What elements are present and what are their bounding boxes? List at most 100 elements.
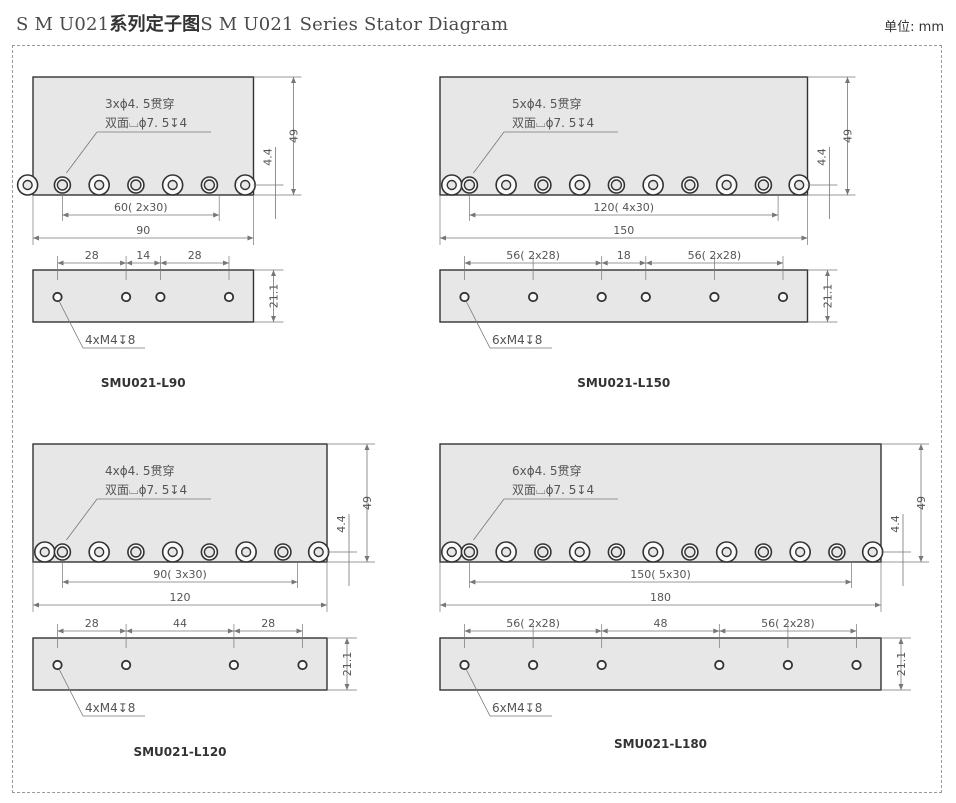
through-hole — [537, 179, 549, 191]
through-hole — [130, 546, 142, 558]
counterbore-note: 双面⌴ϕ7. 5↧4 — [105, 483, 187, 497]
bottom-spacing-dim-arrow-right — [595, 260, 602, 266]
tapped-hole — [709, 291, 720, 303]
magnet-hole-core — [167, 179, 178, 191]
bottom-spacing-dim-arrow-left — [126, 260, 133, 266]
tapped-hole — [52, 291, 63, 303]
front-plate — [32, 443, 328, 563]
through-hole — [130, 179, 142, 191]
through-hole — [831, 546, 843, 558]
bottom-height-dim-arrow-bottom — [825, 316, 830, 322]
through-note-leader — [66, 498, 98, 541]
front-plate — [439, 76, 809, 196]
bottom-spacing-dim-arrow-left — [645, 260, 652, 266]
tapped-hole — [121, 291, 132, 303]
bottom-spacing-dim-label: 56( 2x28) — [688, 249, 742, 262]
through-hole-note: 5xϕ4. 5贯穿 — [512, 96, 582, 111]
pitch-dim-arrow-left — [469, 212, 476, 218]
offset-dim-label: 4.4 — [335, 515, 348, 533]
length-dim-arrow-left — [33, 602, 39, 608]
height-dim-arrow-top — [845, 77, 850, 83]
magnet-hole-core — [721, 179, 732, 191]
through-hole — [463, 546, 476, 558]
magnet-hole-core — [793, 179, 805, 191]
offset-dim-label: 4.4 — [889, 515, 902, 533]
title-cn: 系列定子图 — [109, 14, 201, 35]
height-dim-arrow-bottom — [918, 556, 924, 562]
bottom-plate — [439, 637, 882, 691]
tapped-hole — [851, 659, 862, 671]
bottom-spacing-dim-arrow-left — [57, 628, 64, 634]
unit-label: 单位: mm — [884, 20, 944, 35]
bottom-spacing-dim-label: 56( 2x28) — [506, 617, 560, 630]
tapped-hole — [52, 659, 63, 671]
through-note-leader — [473, 498, 505, 541]
bottom-spacing-dim-label: 28 — [85, 249, 99, 262]
bottom-plate — [32, 637, 328, 691]
pitch-dim-label: 90( 3x30) — [153, 568, 207, 581]
pitch-dim-label: 60( 2x30) — [114, 201, 168, 214]
magnet-hole-core — [446, 179, 457, 191]
through-hole — [757, 546, 770, 558]
bottom-spacing-dim-arrow-right — [713, 628, 720, 634]
magnet-hole-core — [574, 179, 585, 191]
magnet-hole-core — [239, 179, 251, 191]
tap-note-leader — [59, 669, 84, 717]
tap-note-leader — [466, 301, 491, 349]
through-note-leader — [66, 131, 98, 174]
pitch-dim-arrow-left — [469, 579, 476, 585]
bottom-plate — [439, 269, 809, 323]
pitch-dim-arrow-left — [62, 212, 69, 218]
bottom-spacing-dim-arrow-left — [464, 260, 471, 266]
through-hole — [56, 179, 69, 191]
length-dim-label: 90 — [136, 224, 150, 237]
length-dim-label: 180 — [650, 591, 671, 604]
model-label: SMU021-L150 — [577, 376, 670, 390]
through-hole-note: 3xϕ4. 5贯穿 — [105, 96, 175, 111]
tapped-hole — [596, 291, 607, 303]
magnet-hole-core — [500, 546, 512, 558]
bottom-height-dim-label: 21.1 — [268, 284, 281, 309]
through-hole — [277, 546, 289, 558]
through-hole-note: 4xϕ4. 5贯穿 — [105, 463, 175, 478]
offset-dim-label: 4.4 — [816, 148, 829, 166]
bottom-spacing-dim-label: 48 — [654, 617, 668, 630]
bottom-spacing-dim-label: 28 — [188, 249, 202, 262]
bottom-spacing-dim-arrow-right — [154, 260, 161, 266]
height-dim-arrow-top — [918, 444, 924, 450]
bottom-spacing-dim-arrow-left — [233, 628, 240, 634]
magnet-hole-core — [93, 179, 105, 191]
drawing-frame — [12, 45, 942, 793]
tapped-hole — [714, 659, 725, 671]
length-dim-arrow-right — [247, 235, 254, 241]
bottom-spacing-dim-arrow-right — [223, 260, 229, 266]
pitch-dim-arrow-right — [291, 579, 298, 585]
bottom-spacing-dim-arrow-right — [120, 628, 127, 634]
tap-note: 4xM4↧8 — [85, 333, 135, 347]
bottom-spacing-dim-arrow-left — [601, 260, 608, 266]
tapped-hole — [527, 291, 539, 303]
length-dim-arrow-left — [440, 602, 446, 608]
bottom-height-dim-arrow-top — [344, 638, 350, 644]
tapped-hole — [459, 291, 470, 303]
bottom-spacing-dim-label: 18 — [617, 249, 631, 262]
tap-note: 6xM4↧8 — [492, 333, 542, 347]
bottom-spacing-dim-arrow-right — [639, 260, 646, 266]
front-plate — [32, 76, 255, 196]
bottom-spacing-dim-arrow-right — [595, 628, 602, 634]
through-hole-note: 6xϕ4. 5贯穿 — [512, 463, 582, 478]
offset-dim-label: 4.4 — [262, 148, 275, 166]
tapped-hole — [155, 291, 166, 303]
through-hole — [56, 546, 69, 558]
pitch-dim-arrow-left — [62, 579, 69, 585]
height-dim-arrow-top — [364, 444, 370, 450]
through-hole — [537, 546, 549, 558]
bottom-spacing-dim-arrow-right — [777, 260, 783, 266]
tap-note-leader — [466, 669, 491, 717]
bottom-spacing-dim-arrow-right — [850, 628, 857, 634]
magnet-hole-core — [22, 179, 33, 191]
bottom-plate — [32, 269, 255, 323]
model-label: SMU021-L120 — [133, 745, 226, 759]
